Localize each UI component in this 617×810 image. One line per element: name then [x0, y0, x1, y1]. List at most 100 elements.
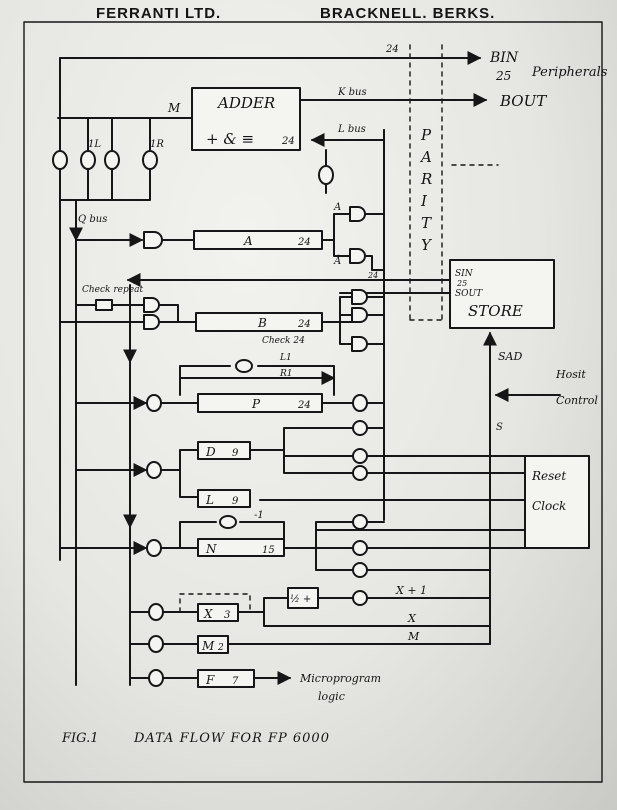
d-out-gate-1	[352, 420, 368, 436]
l1-label: L1	[279, 353, 292, 363]
register-n-name: N	[205, 542, 217, 556]
b-gate-out-1	[351, 289, 368, 305]
adder-gate-1	[52, 150, 68, 170]
parity-letter: Y	[421, 236, 433, 254]
d-split	[160, 449, 199, 498]
x-gate	[148, 603, 164, 621]
header-location: BRACKNELL. BERKS.	[320, 5, 495, 22]
x-plus-1-label: X + 1	[395, 584, 427, 597]
register-f-name: F	[205, 673, 215, 687]
l-bus-label: L bus	[337, 124, 366, 135]
register-b-width: 24	[297, 319, 311, 330]
adder-ops: + & ≡	[206, 130, 254, 148]
s25-label: 25	[456, 279, 467, 288]
n-out	[283, 521, 353, 571]
a-lower-label: Ā	[333, 255, 341, 267]
a-gate-lower	[349, 248, 366, 264]
b-merge	[158, 304, 197, 323]
parity-letter: I	[420, 192, 428, 210]
register-b-name: B	[257, 316, 267, 330]
logic-label: logic	[318, 690, 345, 703]
f-gate	[148, 669, 164, 687]
register-n-width: 15	[262, 545, 275, 556]
one-l-label: 1L	[88, 139, 101, 150]
n-out-wires	[366, 521, 526, 571]
register-m-width: 2	[217, 643, 224, 653]
figure-number: FIG.1	[61, 731, 98, 746]
register-p-name: P	[251, 397, 261, 411]
adder-feedback-gate	[318, 165, 334, 185]
a-out	[321, 213, 351, 257]
b-gate-1	[143, 297, 160, 313]
register-l-name: L	[205, 493, 214, 507]
register-x-name: X	[203, 607, 213, 621]
register-f-width: 7	[232, 676, 239, 687]
parity-letter: T	[421, 214, 432, 232]
b-gate-out-3	[351, 336, 368, 352]
m-gate	[148, 635, 164, 653]
check-repeat-label: Check repeat	[82, 285, 143, 295]
one-r-label: 1R	[150, 139, 164, 150]
parity-letter: P	[420, 126, 432, 144]
bin-24: 24	[385, 44, 399, 55]
microprogram-label: Microprogram	[299, 672, 381, 685]
q-bus-label: Q bus	[78, 214, 107, 225]
x-dashed-hint	[179, 593, 251, 613]
p-out-gate	[352, 394, 368, 412]
register-l-width: 9	[232, 496, 239, 507]
x-plus-gate	[352, 590, 368, 606]
register-a-name: A	[243, 234, 253, 248]
n-out-gate-2	[352, 540, 368, 556]
x-out	[237, 597, 491, 627]
bin-25: 25	[495, 69, 511, 83]
b-out-wires	[339, 296, 385, 345]
sout-label: SOUT	[455, 289, 483, 299]
d-out	[249, 427, 353, 474]
n-gate	[146, 539, 162, 557]
p-gate	[146, 394, 162, 412]
sheet-border	[23, 21, 603, 783]
bout-label: BOUT	[499, 92, 547, 110]
header-company: FERRANTI LTD.	[96, 5, 221, 22]
figure-title: DATA FLOW FOR FP 6000	[133, 731, 330, 746]
register-x-width: 3	[224, 610, 230, 621]
store-label: STORE	[468, 302, 523, 320]
k-bus-label: K bus	[337, 87, 367, 98]
minus1-label: -1	[254, 510, 264, 521]
d-out-gate-3	[352, 465, 368, 481]
a-lower-out	[364, 255, 385, 271]
l1-r1-loop	[179, 365, 335, 396]
d-out-gate-2	[352, 448, 368, 464]
check-24-label: Check 24	[262, 336, 305, 346]
register-d-name: D	[205, 445, 216, 459]
peripherals-label: Peripherals	[531, 65, 608, 80]
b-gate-2	[143, 314, 160, 330]
label-line: Clock	[532, 499, 566, 513]
a-gate	[143, 231, 163, 249]
adder-width: 24	[281, 136, 295, 147]
parity-letter: R	[420, 170, 432, 188]
adder-gate-2	[104, 150, 120, 170]
register-l	[197, 489, 251, 508]
x-out-label: X	[407, 612, 417, 625]
m-label: M	[167, 101, 181, 115]
a-gate-upper	[349, 206, 366, 222]
parity-letter: A	[419, 148, 432, 166]
adder-title: ADDER	[216, 94, 275, 112]
r1-label: R1	[279, 369, 293, 379]
bin-label: BIN	[489, 50, 519, 66]
a-upper-label: A	[333, 202, 341, 213]
check-repeat-box	[95, 299, 113, 311]
register-d-width: 9	[232, 448, 239, 459]
left-bus-branches	[59, 321, 77, 549]
adder-gate-1r	[142, 150, 158, 170]
s-label: S	[496, 422, 503, 433]
label-line: Reset	[531, 469, 566, 483]
reset-clock-box	[524, 455, 590, 549]
adder-gate-1l	[80, 150, 96, 170]
